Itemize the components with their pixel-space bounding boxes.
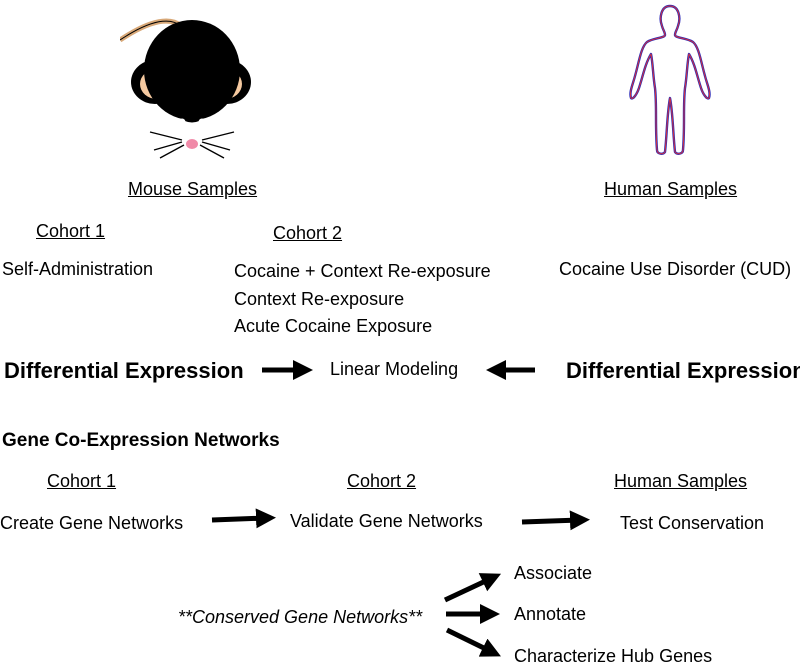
- conserved-networks-text: **Conserved Gene Networks**: [178, 607, 423, 627]
- cohort2-label: Cohort 2: [273, 223, 343, 243]
- cohort2-item: Cocaine + Context Re-exposure: [234, 261, 491, 281]
- arrow-up-right-icon: [443, 573, 502, 603]
- cohort2-item: Acute Cocaine Exposure: [234, 316, 433, 336]
- networks-cohort2-label: Cohort 2: [347, 471, 417, 491]
- cohort2-item: Context Re-exposure: [234, 289, 405, 309]
- create-networks-text: Create Gene Networks: [0, 513, 184, 533]
- networks-title: Gene Co-Expression Networks: [2, 430, 280, 451]
- networks-cohort1-label: Cohort 1: [47, 471, 117, 491]
- mouse-icon: [120, 18, 251, 159]
- self-administration-text: Self-Administration: [2, 259, 154, 279]
- cud-text: Cocaine Use Disorder (CUD): [559, 259, 792, 279]
- test-conservation-text: Test Conservation: [620, 513, 765, 533]
- networks-human-samples-label: Human Samples: [614, 471, 748, 491]
- arrow-down-right-icon: [445, 627, 501, 657]
- outcome-annotate: Annotate: [514, 604, 587, 624]
- arrow-right-icon: [211, 508, 276, 529]
- arrow-right-icon: [521, 510, 590, 531]
- validate-networks-text: Validate Gene Networks: [290, 511, 483, 531]
- cohort1-label: Cohort 1: [36, 221, 106, 241]
- mouse-samples-label: Mouse Samples: [128, 179, 258, 199]
- linear-modeling-text: Linear Modeling: [330, 359, 459, 379]
- differential-expression-left: Differential Expression: [4, 358, 244, 383]
- outcome-hub-genes: Characterize Hub Genes: [514, 646, 713, 666]
- human-samples-label: Human Samples: [604, 179, 738, 199]
- human-figure-icon: [629, 4, 711, 155]
- differential-expression-right: Differential Expression: [566, 358, 800, 383]
- outcome-associate: Associate: [514, 563, 593, 583]
